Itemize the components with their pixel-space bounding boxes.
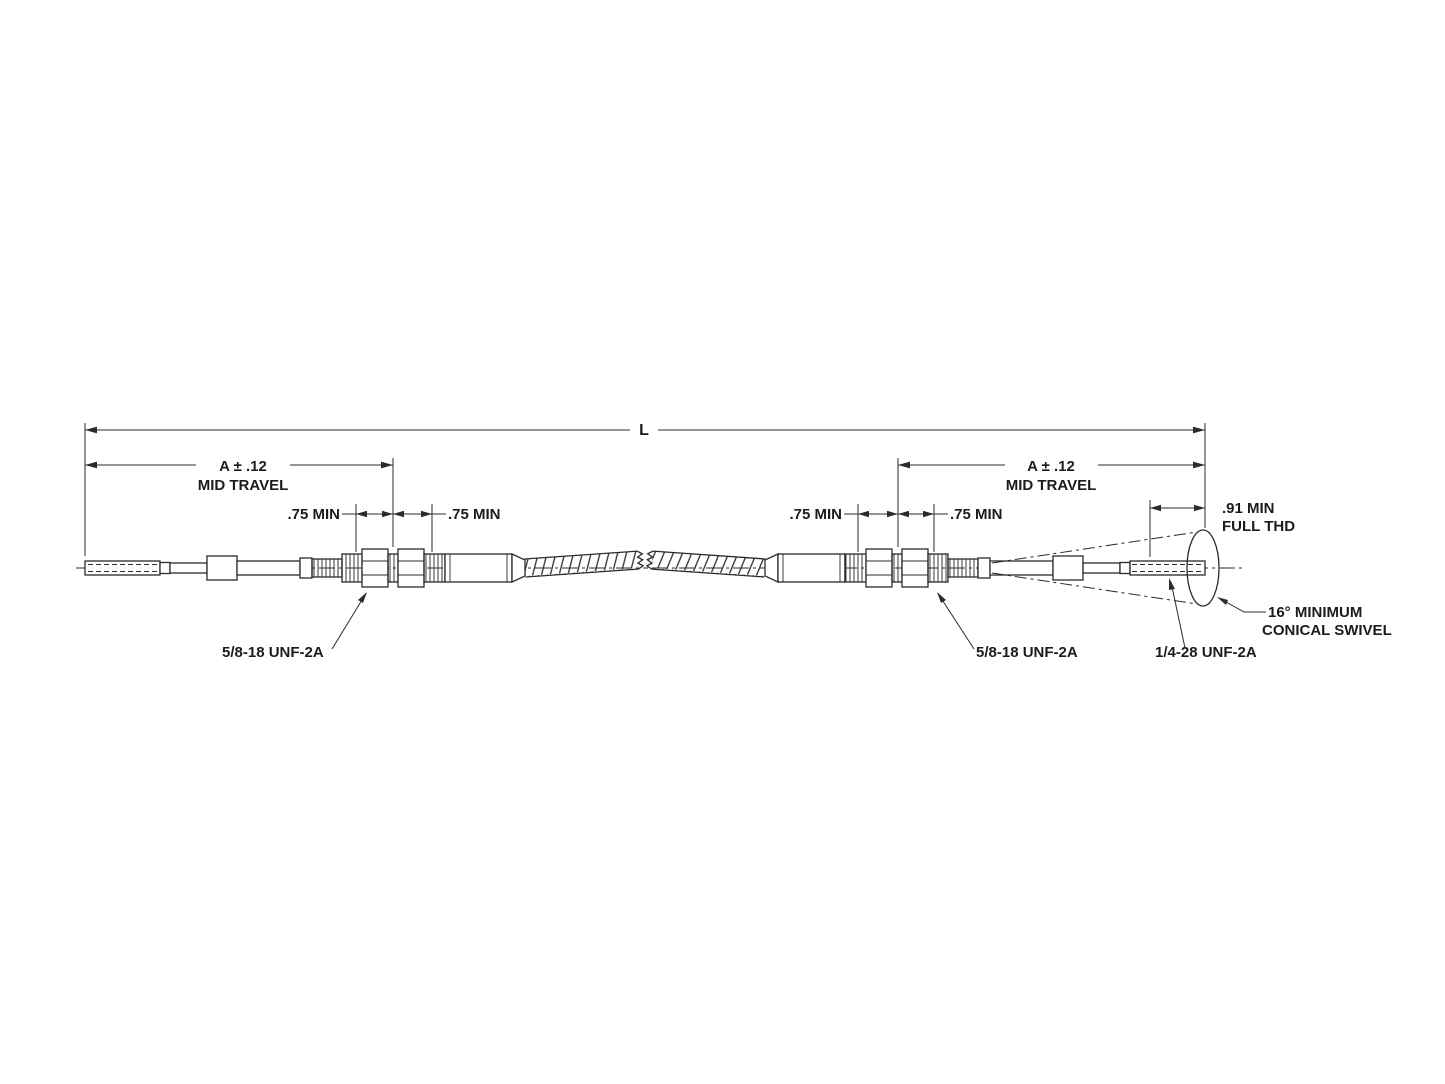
left-collar bbox=[299, 557, 313, 579]
dimension-arrow bbox=[382, 510, 393, 518]
rod-end-thread-label: 1/4-28 UNF-2A bbox=[1155, 644, 1257, 661]
left-conduit-taper bbox=[511, 552, 526, 584]
left-jam-nut-1 bbox=[361, 548, 389, 588]
right-thread-min-outer-label: .75 MIN bbox=[950, 506, 1003, 523]
right-jam-nut-1 bbox=[901, 548, 929, 588]
left-thread-min-dimensions: .75 MIN .75 MIN bbox=[287, 504, 501, 552]
right-bulkhead-thread-label: 5/8-18 UNF-2A bbox=[976, 644, 1078, 661]
left-mid-travel-dimension: A ± .12 MID TRAVEL bbox=[85, 458, 394, 547]
leader-arrow bbox=[937, 592, 946, 603]
dimension-arrow bbox=[898, 510, 909, 518]
left-conduit-break bbox=[636, 550, 645, 570]
swivel-angle-label-line2: CONICAL SWIVEL bbox=[1262, 622, 1392, 639]
right-thread-after-nuts bbox=[844, 553, 867, 583]
dimension-arrow bbox=[421, 510, 432, 518]
left-threaded-rod-end bbox=[84, 560, 161, 576]
dimension-arrow bbox=[85, 426, 97, 434]
left-body-cylinder bbox=[444, 553, 513, 583]
conical-swivel-callout: 16° MINIMUM CONICAL SWIVEL bbox=[1217, 597, 1392, 639]
right-thread-min-dimensions: .75 MIN .75 MIN bbox=[789, 504, 1003, 552]
swivel-cone-upper-line bbox=[991, 531, 1198, 564]
right-threaded-rod-end bbox=[1129, 560, 1206, 576]
dimension-arrow bbox=[85, 461, 97, 469]
leader-line bbox=[331, 594, 366, 650]
left-thread-after-nuts bbox=[423, 553, 446, 583]
right-conduit-edges bbox=[651, 550, 766, 578]
right-conduit bbox=[645, 550, 766, 578]
dimension-arrow bbox=[356, 510, 367, 518]
right-jam-nut-2 bbox=[865, 548, 893, 588]
left-mid-travel-value: A ± .12 bbox=[219, 458, 267, 475]
right-conduit-taper bbox=[764, 552, 779, 584]
right-thin-rod bbox=[1082, 562, 1121, 574]
leader-arrow bbox=[358, 592, 367, 603]
right-rod bbox=[989, 560, 1054, 576]
left-bulkhead-thread-callout: 5/8-18 UNF-2A bbox=[222, 592, 367, 661]
rod-end-thread-callout: 1/4-28 UNF-2A bbox=[1155, 578, 1257, 661]
dimension-arrow bbox=[923, 510, 934, 518]
right-seal-neck bbox=[947, 558, 979, 578]
left-thread-between-nuts bbox=[387, 553, 399, 583]
right-swage-fitting bbox=[1052, 555, 1084, 581]
right-conduit-break bbox=[645, 550, 654, 570]
dimension-arrow bbox=[887, 510, 898, 518]
swivel-angle-label-line1: 16° MINIMUM bbox=[1268, 604, 1362, 621]
left-cable-end-assembly bbox=[84, 548, 645, 588]
full-thread-min-caption: FULL THD bbox=[1222, 518, 1295, 535]
left-mid-travel-caption: MID TRAVEL bbox=[198, 477, 289, 494]
right-bulkhead-thread-bushing bbox=[927, 553, 949, 583]
overall-length-dimension: L bbox=[84, 422, 1206, 556]
right-mid-travel-dimension: A ± .12 MID TRAVEL bbox=[897, 458, 1205, 547]
right-mid-travel-caption: MID TRAVEL bbox=[1006, 477, 1097, 494]
dimension-arrow bbox=[1193, 461, 1205, 469]
dimension-arrow bbox=[381, 461, 393, 469]
dimension-arrow bbox=[898, 461, 910, 469]
left-thread-min-inner-label: .75 MIN bbox=[448, 506, 501, 523]
left-jam-nut-2 bbox=[397, 548, 425, 588]
overall-length-label: L bbox=[639, 422, 649, 439]
leader-line bbox=[938, 594, 975, 650]
leader-arrow bbox=[1217, 597, 1228, 605]
left-conduit bbox=[524, 550, 645, 578]
left-bulkhead-thread-label: 5/8-18 UNF-2A bbox=[222, 644, 324, 661]
dimension-arrow bbox=[1194, 504, 1205, 512]
left-seal-neck bbox=[311, 558, 343, 578]
full-thread-dimension: .91 MIN FULL THD bbox=[1149, 500, 1295, 557]
leader-arrow bbox=[1169, 578, 1175, 590]
swivel-cone-lower-line bbox=[991, 572, 1198, 605]
left-bulkhead-thread-bushing bbox=[341, 553, 363, 583]
left-swage-fitting bbox=[206, 555, 238, 581]
dimension-arrow bbox=[858, 510, 869, 518]
right-collar bbox=[977, 557, 991, 579]
dimension-arrow bbox=[1193, 426, 1205, 434]
right-rod-step bbox=[1119, 561, 1131, 575]
right-thread-between-nuts bbox=[891, 553, 903, 583]
leader-line bbox=[1218, 597, 1266, 613]
right-cable-end-assembly bbox=[645, 529, 1220, 607]
leader-line bbox=[1170, 581, 1186, 649]
left-rod bbox=[236, 560, 301, 576]
dimension-arrow bbox=[393, 510, 404, 518]
right-thread-min-inner-label: .75 MIN bbox=[789, 506, 842, 523]
left-conduit-edges bbox=[524, 550, 639, 578]
left-thin-rod bbox=[169, 562, 208, 574]
right-bulkhead-thread-callout: 5/8-18 UNF-2A bbox=[937, 592, 1078, 661]
swivel-cone-mouth-ellipse bbox=[1186, 529, 1220, 607]
full-thread-min-value: .91 MIN bbox=[1222, 500, 1275, 517]
right-mid-travel-value: A ± .12 bbox=[1027, 458, 1075, 475]
dimension-arrow bbox=[1150, 504, 1161, 512]
left-thread-min-outer-label: .75 MIN bbox=[287, 506, 340, 523]
left-rod-step bbox=[159, 561, 171, 575]
right-body-cylinder bbox=[777, 553, 846, 583]
